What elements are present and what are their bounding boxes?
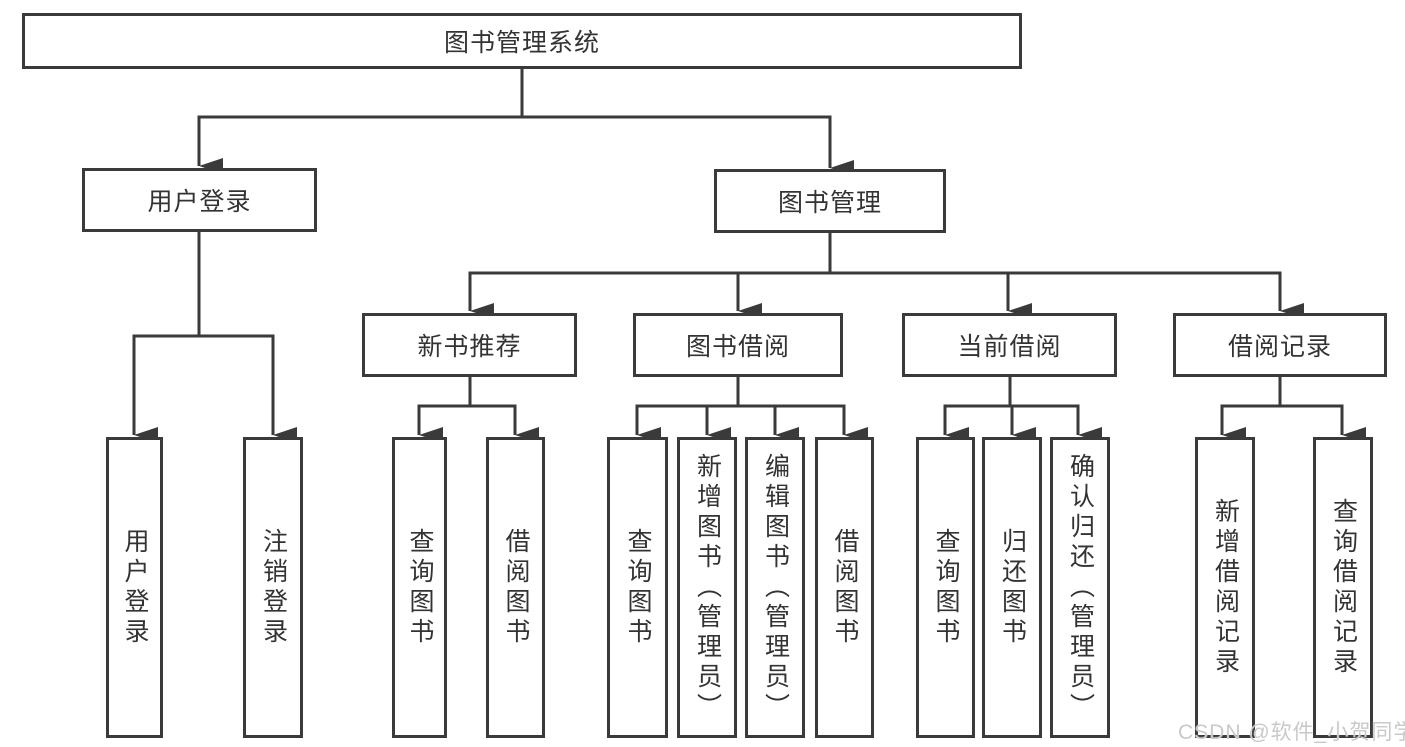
leaf-confirm-return-admin-label: 确认归还（管理员） [1066, 452, 1095, 723]
leaf-user-login-label: 用户登录 [121, 527, 149, 648]
connector-book-management [468, 233, 1282, 275]
leaf-query-books-recommend: 查询图书 [392, 437, 447, 738]
leaf-confirm-return-admin: 确认归还（管理员） [1050, 437, 1110, 738]
leaf-query-borrow-record: 查询借阅记录 [1313, 437, 1373, 738]
node-book-management: 图书管理 [714, 169, 946, 233]
node-borrow-record: 借阅记录 [1173, 313, 1387, 377]
leaf-edit-book-admin-label: 编辑图书（管理员） [761, 452, 790, 723]
leaf-user-login: 用户登录 [106, 437, 163, 738]
connector-root [197, 69, 832, 119]
connector-current-borrow [943, 377, 1080, 408]
leaf-add-borrow-record-label: 新增借阅记录 [1211, 497, 1240, 678]
leaf-query-books-current: 查询图书 [916, 437, 975, 738]
leaf-logout: 注销登录 [243, 437, 303, 738]
leaf-query-books-borrow-label: 查询图书 [624, 527, 652, 648]
connector-book-borrow [635, 377, 846, 408]
leaf-edit-book-admin: 编辑图书（管理员） [745, 437, 805, 738]
connector-user-login [132, 232, 275, 338]
node-book-borrow: 图书借阅 [633, 313, 843, 377]
node-new-book-recommend: 新书推荐 [362, 313, 577, 377]
leaf-borrow-books: 借阅图书 [815, 437, 874, 738]
connector-new-book [417, 377, 517, 408]
leaf-return-book-label: 归还图书 [998, 527, 1027, 648]
node-root: 图书管理系统 [22, 13, 1022, 69]
leaf-add-borrow-record: 新增借阅记录 [1195, 437, 1255, 738]
node-current-borrow: 当前借阅 [902, 313, 1117, 377]
leaf-borrow-books-label: 借阅图书 [831, 527, 859, 648]
connector-borrow-record [1220, 377, 1344, 408]
leaf-query-books-current-label: 查询图书 [932, 527, 960, 648]
leaf-query-borrow-record-label: 查询借阅记录 [1329, 497, 1358, 678]
leaf-query-books-recommend-label: 查询图书 [406, 527, 434, 648]
leaf-return-book: 归还图书 [982, 437, 1042, 738]
leaf-add-book-admin-label: 新增图书（管理员） [693, 452, 722, 723]
leaf-borrow-books-recommend-label: 借阅图书 [502, 527, 530, 648]
leaf-query-books-borrow: 查询图书 [607, 437, 668, 738]
leaf-add-book-admin: 新增图书（管理员） [677, 437, 737, 738]
leaf-borrow-books-recommend: 借阅图书 [486, 437, 545, 738]
leaf-logout-label: 注销登录 [259, 527, 288, 648]
node-user-login: 用户登录 [82, 168, 317, 232]
